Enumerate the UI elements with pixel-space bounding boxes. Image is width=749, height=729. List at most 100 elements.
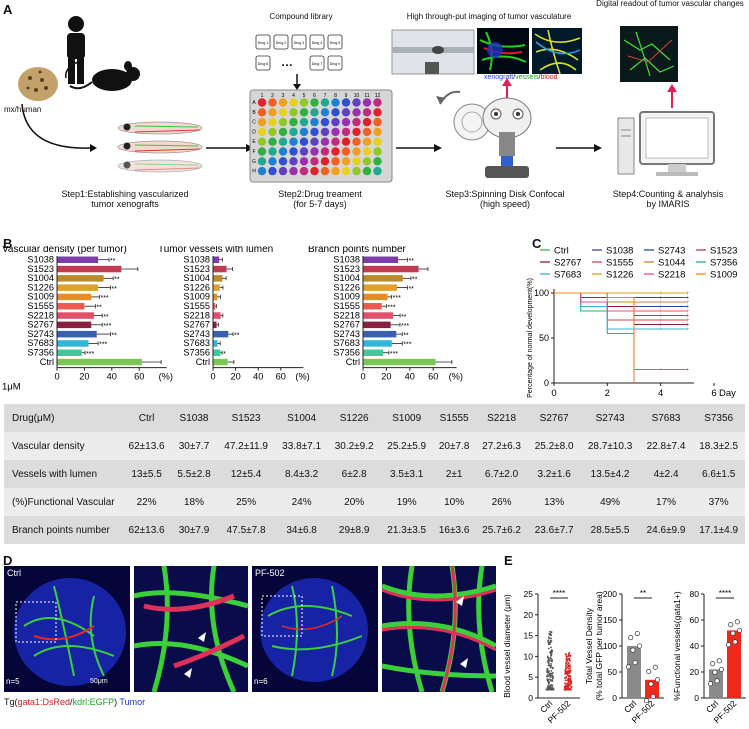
panel-e-significance: **** (719, 589, 731, 598)
panel-e-scatter-point (567, 655, 570, 658)
panel-b-bar (57, 312, 94, 319)
panel-b-category-label: S1004 (183, 273, 210, 283)
tube-label: Drug 4 (312, 41, 323, 45)
panel-b-tick-label: 60 (276, 372, 286, 382)
panel-e-y-tick-label: 20 (524, 610, 534, 620)
plate-col-label: 5 (303, 93, 306, 99)
table-cell: 30.2±9.2 (327, 432, 381, 460)
panel-e-dot (630, 647, 636, 653)
panel-e-y-tick-label: 100 (603, 641, 617, 651)
panel-e-scatter-point (563, 685, 566, 688)
panel-b-bar (363, 330, 397, 338)
panel-b-bar (363, 265, 419, 273)
table-cell: S2218 (475, 404, 528, 432)
plate-well (341, 127, 351, 137)
panel-e-dot (716, 658, 722, 664)
panel-b-significance: ** (412, 277, 418, 284)
table-cell: 28.7±10.3 (580, 432, 640, 460)
panel-c-x-tick-label: 6 (711, 388, 716, 399)
panel-b-significance: *** (100, 295, 108, 302)
pf502-label: PF-502 (255, 568, 285, 578)
plate-well (289, 166, 298, 176)
panel-e-scatter-point (551, 666, 554, 669)
panel-e-scatter-point (550, 672, 553, 675)
panel-b-chart-title: Branch points number (308, 246, 407, 255)
panel-b-category-label: S1555 (333, 301, 360, 311)
table-row-label: Branch points number (4, 516, 122, 544)
panel-e-dot (718, 666, 725, 672)
plate-col-label: 6 (313, 93, 316, 99)
panel-b-bar (213, 349, 221, 356)
panel-e-y-tick-label: 0 (528, 693, 533, 703)
panel-b-significance: ** (234, 332, 240, 339)
panel-c-censor-mark: + (686, 323, 690, 329)
panel-e-scatter-point (550, 670, 553, 672)
plate-well (278, 166, 288, 176)
table-cell: 30±7.7 (171, 432, 217, 460)
panel-b-significance: * (223, 351, 226, 358)
panel-e-scatter-point (547, 647, 550, 650)
panel-e-dot (730, 630, 736, 636)
plate-well (310, 157, 319, 166)
plate-well (341, 147, 351, 156)
table-cell: 25.7±6.2 (475, 516, 528, 544)
plate-well (352, 117, 361, 127)
panel-b-tick-label: 0 (360, 372, 365, 382)
table-cell: 26% (475, 488, 528, 516)
panel-e-scatter-point (570, 682, 572, 685)
panel-e-dot (628, 635, 634, 641)
panel-c-series-line (554, 292, 635, 383)
plate-well (310, 108, 319, 117)
mouse-icon (69, 61, 140, 91)
plate-well (310, 166, 319, 176)
plate-col-label: 9 (345, 93, 348, 99)
panel-c-legend-label: Ctrl (554, 246, 569, 257)
panel-e-y-label: %Functional vessels(gata1+) (672, 591, 682, 701)
table-cell: 13% (527, 488, 581, 516)
plate-well (268, 166, 277, 176)
panel-b-category-label: S1523 (183, 264, 210, 274)
plate-well (320, 117, 330, 127)
panel-b-category-label: S2767 (183, 320, 210, 330)
panel-e-scatter-point (566, 660, 568, 663)
panel-b-bar (363, 275, 403, 282)
plate-well (268, 157, 277, 166)
plate-well (289, 157, 298, 166)
panel-e-scatter-point (550, 657, 553, 660)
panel-e-y-tick-label: 60 (690, 615, 700, 625)
plate-well (257, 137, 267, 146)
panel-b-tick-label: 0 (210, 372, 215, 382)
panel-b-tick-label: 40 (405, 372, 415, 382)
table-cell: 17% (639, 488, 693, 516)
plate-well (362, 98, 372, 107)
panel-e-scatter-point (567, 672, 569, 675)
plate-well (362, 117, 372, 127)
panel-b-significance: *** (387, 305, 395, 312)
panel-e-scatter-point (546, 686, 549, 689)
panel-b-category-label: S7683 (27, 338, 54, 348)
table-row-label: Vessels with lumen (4, 460, 122, 488)
panel-b-bar (213, 312, 221, 319)
table-cell: S1004 (275, 404, 328, 432)
plate-row-label: G (252, 159, 256, 165)
panel-b-significance: ** (403, 332, 409, 339)
panel-e-scatter-point (550, 660, 553, 663)
panel-c-series-line (554, 292, 688, 317)
plate-col-label: 12 (375, 93, 381, 99)
panel-b-bar (57, 358, 142, 366)
panel-b-category-label: Ctrl (196, 357, 210, 367)
plate-well (331, 166, 340, 176)
table-cell: 12±5.4 (216, 460, 276, 488)
plate-well (341, 98, 351, 107)
panel-e-scatter-point (547, 643, 550, 646)
plate-well (373, 137, 382, 146)
panel-b-bar (213, 358, 228, 366)
panel-b-bar (213, 284, 220, 291)
plate-col-label: 1 (261, 93, 264, 99)
panel-c-censor-mark: + (686, 300, 690, 306)
panel-e-significance: ** (640, 589, 646, 598)
panel-b-significance: *** (99, 342, 107, 349)
table-cell: 47.2±11.9 (216, 432, 276, 460)
panel-b-tick-label: 20 (230, 372, 240, 382)
